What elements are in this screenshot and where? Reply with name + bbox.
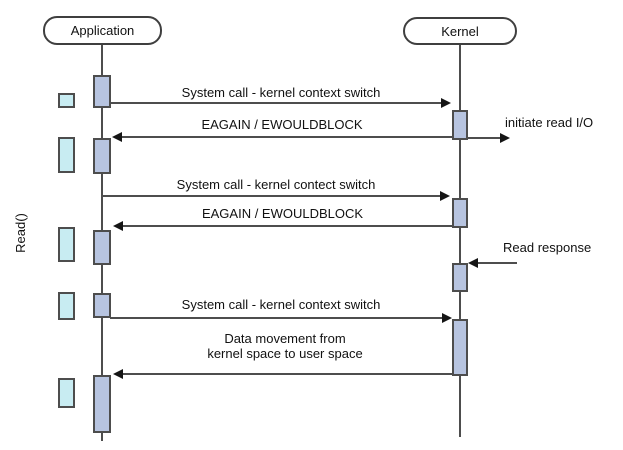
actor-application-label: Application: [70, 23, 135, 38]
user-buffer-box: [58, 137, 75, 173]
actor-application: Application: [43, 16, 162, 45]
message-line: [111, 102, 441, 104]
arrowhead-left-icon: [112, 132, 122, 142]
actor-kernel-label: Kernel: [441, 23, 479, 39]
arrowhead-left-icon: [113, 369, 123, 379]
application-activation: [93, 138, 111, 174]
kernel-activation: [452, 198, 468, 228]
arrowhead-left-icon: [113, 221, 123, 231]
application-activation: [93, 293, 111, 318]
actor-kernel: Kernel: [403, 17, 517, 45]
message-line: [110, 317, 442, 319]
application-activation: [93, 375, 111, 433]
user-buffer-box: [58, 378, 75, 408]
arrowhead-left-icon: [468, 258, 478, 268]
application-activation: [93, 75, 111, 108]
kernel-lifeline: [459, 45, 461, 437]
message-line: [123, 373, 453, 375]
message-label: System call - kernel context switch: [181, 297, 381, 312]
kernel-activation: [452, 263, 468, 292]
message-line: [102, 195, 440, 197]
message-label: Data movement from kernel space to user …: [207, 331, 363, 361]
message-line: [478, 262, 517, 264]
message-line: [468, 137, 500, 139]
message-label: Read response: [503, 240, 592, 255]
kernel-activation: [452, 319, 468, 376]
kernel-activation: [452, 110, 468, 140]
message-label: initiate read I/O: [505, 115, 594, 130]
message-label: EAGAIN / EWOULDBLOCK: [201, 206, 364, 221]
arrowhead-right-icon: [440, 191, 450, 201]
message-label: System call - kernel contect switch: [176, 177, 376, 192]
message-label: EAGAIN / EWOULDBLOCK: [201, 117, 363, 132]
application-activation: [93, 230, 111, 265]
user-buffer-box: [58, 93, 75, 108]
read-axis-label: Read(): [13, 213, 28, 253]
user-buffer-box: [58, 227, 75, 262]
user-buffer-box: [58, 292, 75, 320]
message-label: System call - kernel context switch: [181, 85, 381, 100]
message-line: [123, 225, 452, 227]
arrowhead-right-icon: [441, 98, 451, 108]
arrowhead-right-icon: [442, 313, 452, 323]
message-line: [122, 136, 452, 138]
arrowhead-right-icon: [500, 133, 510, 143]
